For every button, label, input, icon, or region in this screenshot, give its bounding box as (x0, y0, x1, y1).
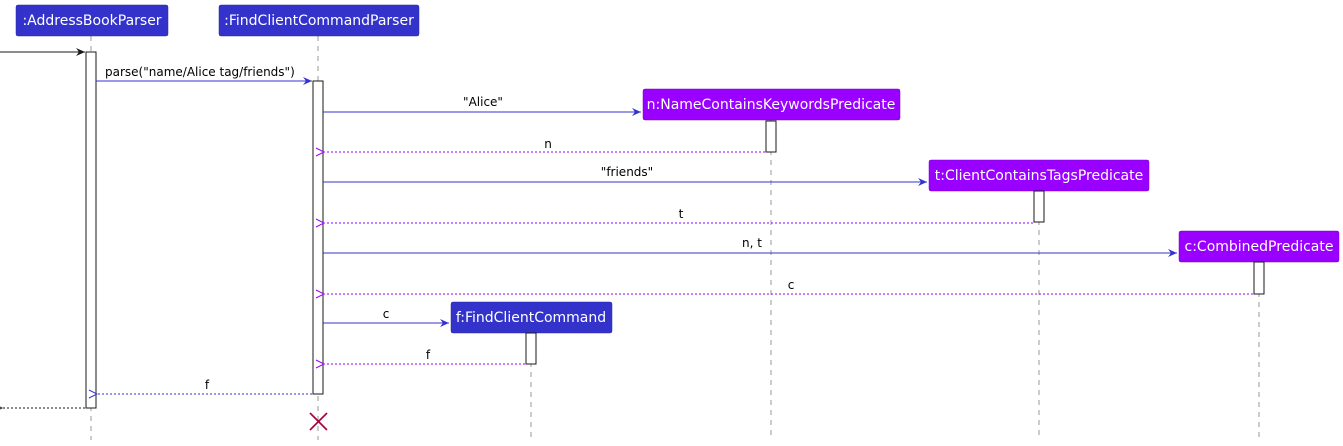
participant-find-client-command-parser: :FindClientCommandParser (218, 4, 420, 37)
participant-find-client-command-parser-label: :FindClientCommandParser (224, 13, 414, 29)
activation-find-client-command-parser (312, 80, 324, 395)
activation-find-client-command (525, 332, 537, 365)
message-return-t: t (679, 207, 684, 221)
participant-combined-predicate: c:CombinedPredicate (1178, 230, 1340, 263)
participant-find-client-command-label: f:FindClientCommand (456, 310, 606, 326)
participant-name-predicate: n:NameContainsKeywordsPredicate (642, 88, 901, 121)
message-return-f-to-parser: f (426, 348, 431, 362)
activation-tags-predicate (1033, 190, 1045, 223)
message-create-combined-predicate: n, t (742, 236, 762, 250)
activations (85, 51, 1265, 409)
message-return-f-to-caller: f (205, 378, 210, 392)
message-create-command: c (383, 307, 390, 321)
message-create-name-predicate: "Alice" (463, 95, 503, 109)
activation-address-book-parser (85, 51, 97, 409)
message-return-n: n (544, 137, 552, 151)
participant-combined-predicate-label: c:CombinedPredicate (1185, 239, 1334, 255)
activation-name-predicate (765, 120, 777, 153)
participant-tags-predicate-label: t:ClientContainsTagsPredicate (935, 168, 1143, 184)
participant-find-client-command: f:FindClientCommand (450, 301, 613, 334)
participant-tags-predicate: t:ClientContainsTagsPredicate (928, 159, 1150, 192)
message-return-c: c (788, 278, 795, 292)
participant-address-book-parser-label: :AddressBookParser (22, 13, 161, 29)
destroy-icon (309, 412, 328, 431)
message-parse-call: parse("name/Alice tag/friends") (105, 65, 295, 79)
participant-name-predicate-label: n:NameContainsKeywordsPredicate (647, 97, 896, 113)
participant-address-book-parser: :AddressBookParser (15, 4, 169, 37)
message-create-tags-predicate: "friends" (601, 165, 653, 179)
activation-combined-predicate (1253, 261, 1265, 295)
